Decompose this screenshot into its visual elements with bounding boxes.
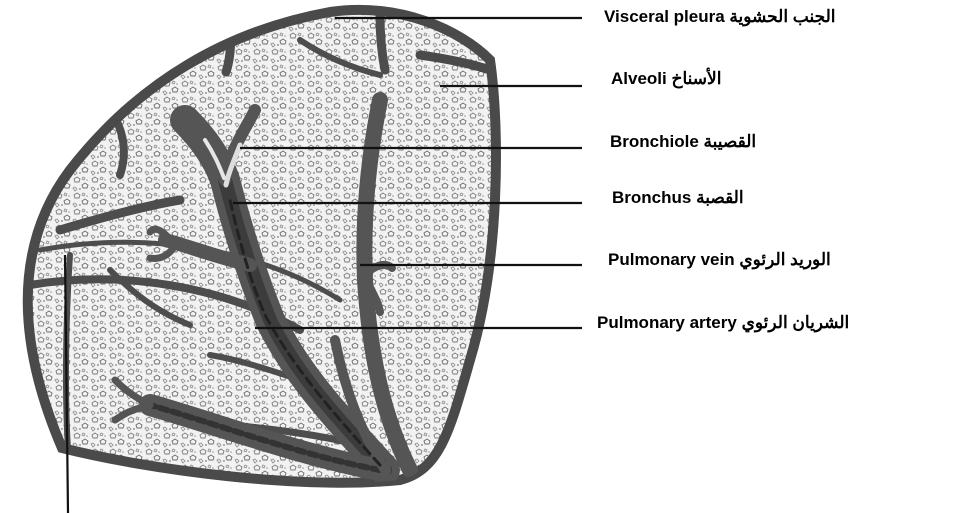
label-bronchus-en: Bronchus <box>612 188 691 207</box>
lung-tissue <box>28 10 496 483</box>
label-pulmonary-artery-en: Pulmonary artery <box>597 313 737 332</box>
label-alveoli-ar: الأسناخ <box>671 69 721 88</box>
label-pulmonary-vein-en: Pulmonary vein <box>608 250 735 269</box>
label-alveoli: Alveoli الأسناخ <box>611 69 721 89</box>
label-bronchiole-ar: القصيبة <box>704 132 757 151</box>
label-pulmonary-vein: Pulmonary vein الوريد الرئوي <box>608 250 831 270</box>
label-bronchiole-en: Bronchiole <box>610 132 699 151</box>
label-alveoli-en: Alveoli <box>611 69 667 88</box>
label-pulmonary-artery-ar: الشريان الرئوي <box>742 313 850 332</box>
label-bronchiole: Bronchiole القصيبة <box>610 132 756 152</box>
label-pulmonary-vein-ar: الوريد الرئوي <box>739 250 830 269</box>
label-visceral-pleura-ar: الجنب الحشوية <box>729 7 835 26</box>
label-visceral-pleura-en: Visceral pleura <box>604 7 725 26</box>
label-bronchus-ar: القصبة <box>696 188 744 207</box>
label-visceral-pleura: Visceral pleura الجنب الحشوية <box>604 7 835 27</box>
label-bronchus: Bronchus القصبة <box>612 188 744 208</box>
label-pulmonary-artery: Pulmonary artery الشريان الرئوي <box>597 313 849 333</box>
